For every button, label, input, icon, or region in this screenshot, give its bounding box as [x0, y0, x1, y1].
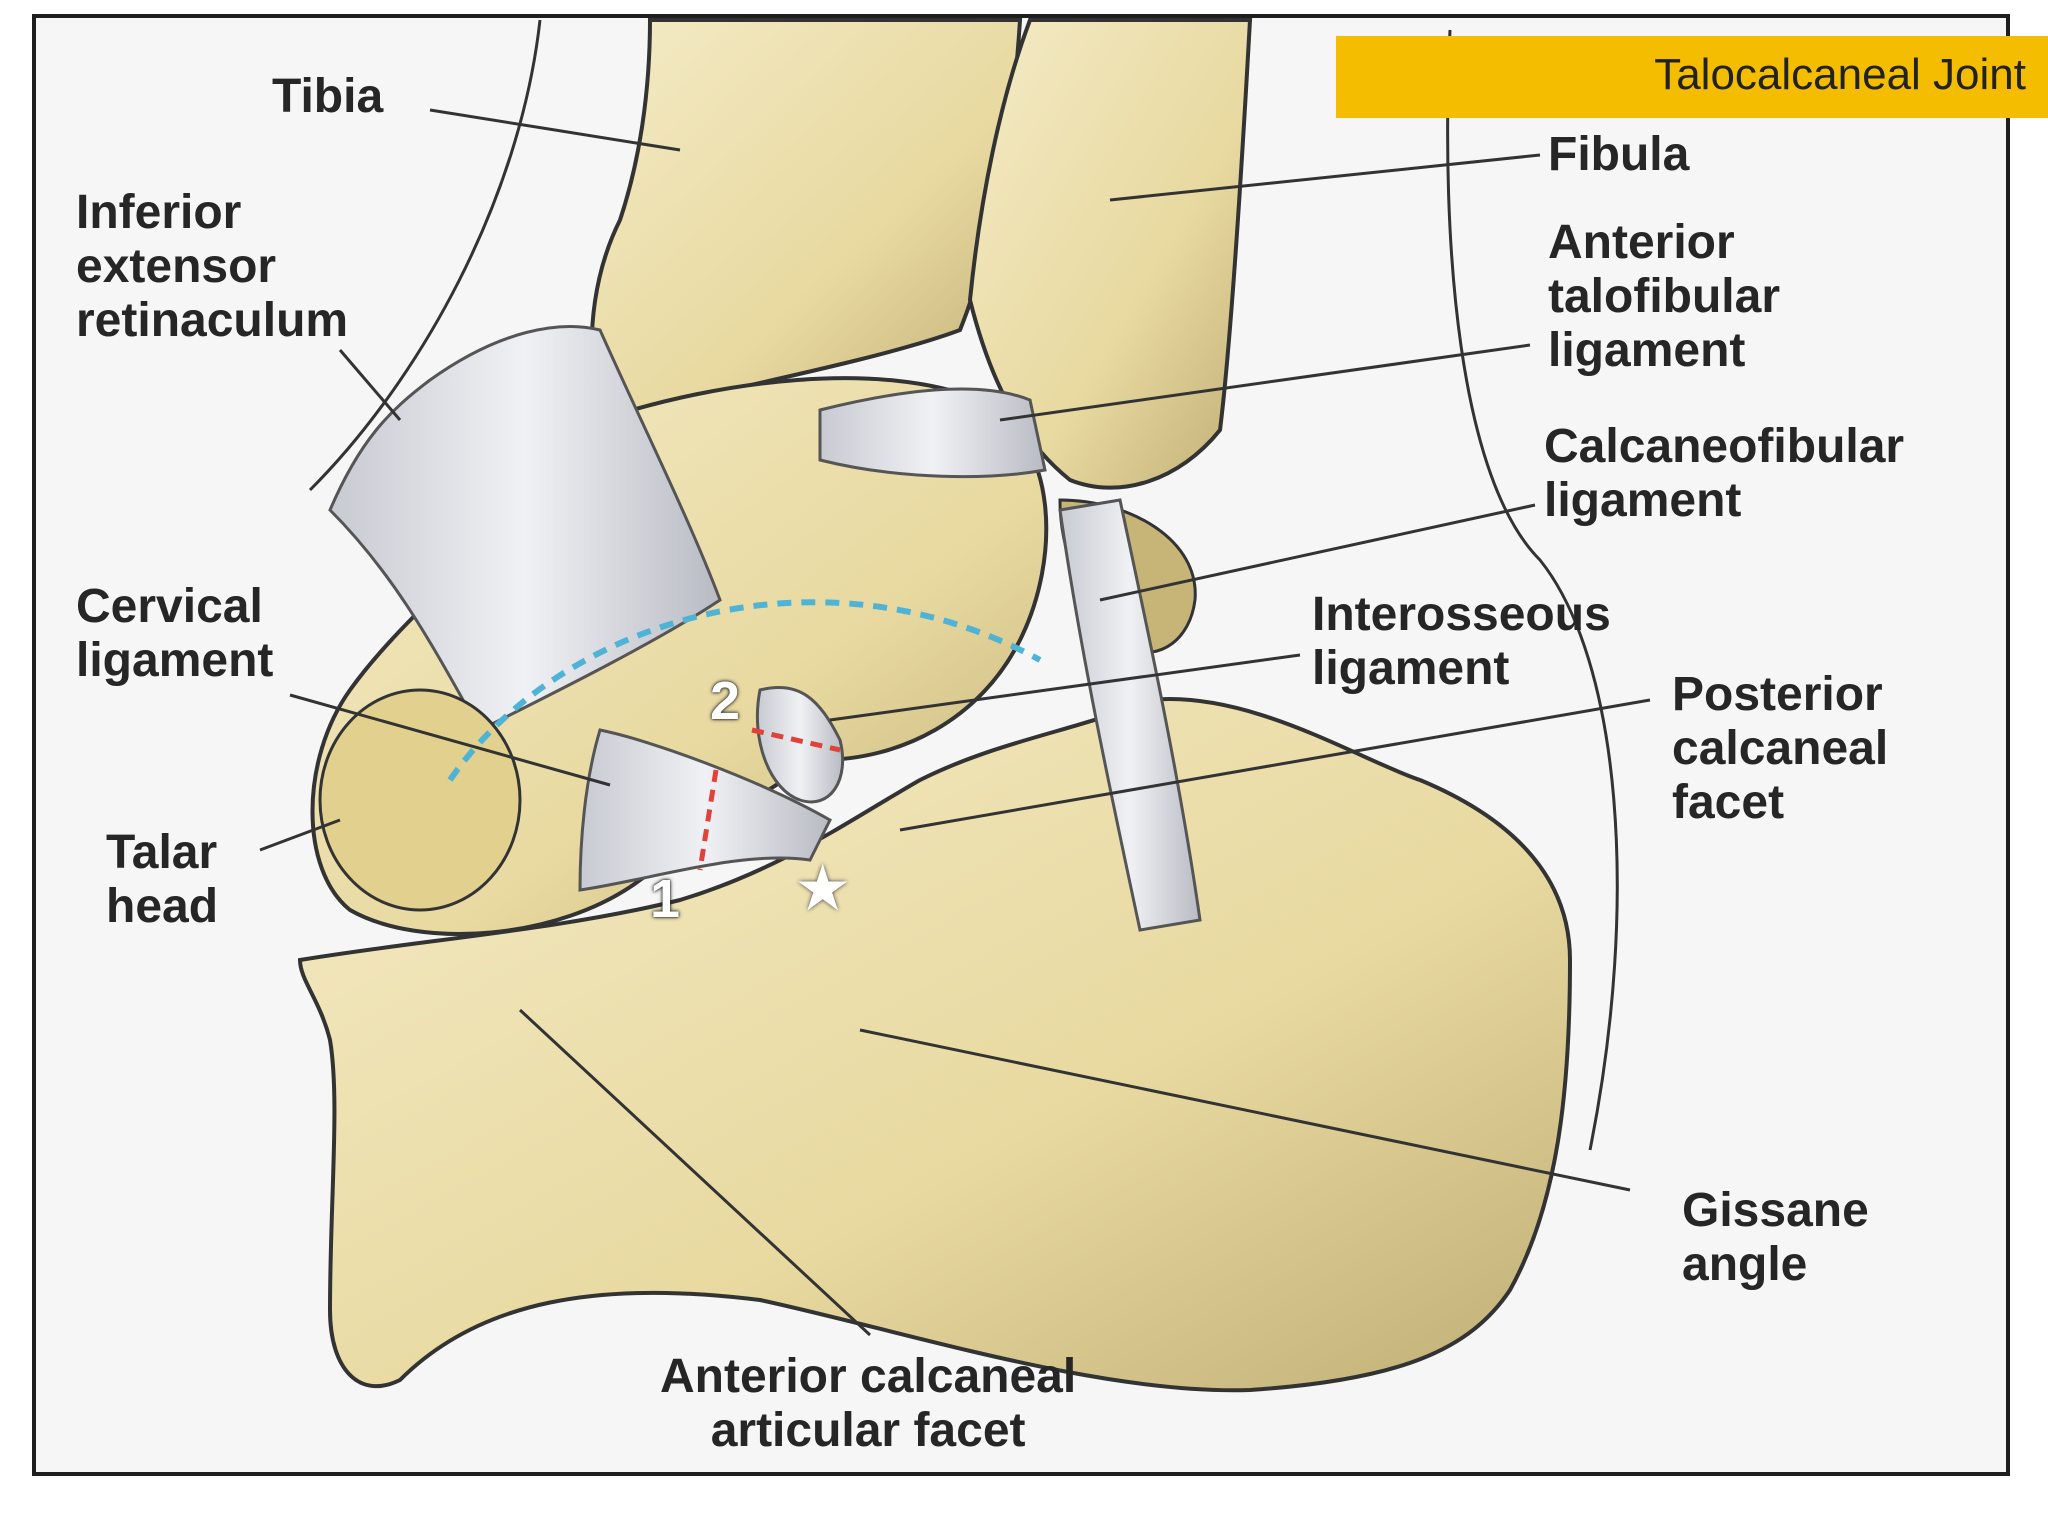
tibia-bone	[589, 18, 1023, 423]
label-tibia: Tibia	[272, 70, 384, 123]
marker-two: 2	[710, 671, 741, 731]
leader-tibia	[429, 108, 681, 152]
label-anterior-calcaneal-articular-facet: Anterior calcaneal articular facet	[660, 1350, 1077, 1457]
red-dashed-line-1	[697, 769, 719, 871]
label-calcaneofibular-ligament: Calcaneofibular ligament	[1544, 420, 1905, 527]
leader-cervical	[289, 693, 611, 787]
leader-retinaculum	[338, 349, 402, 421]
skin-outline-back	[1446, 29, 1619, 1151]
leader-fibula	[1109, 153, 1541, 202]
cfl-band	[1058, 498, 1202, 932]
label-posterior-calcaneal-facet: Posterior calcaneal facet	[1672, 668, 1889, 829]
leader-lines	[259, 108, 1651, 1337]
leader-talar-head	[259, 818, 341, 852]
leader-posterior-facet	[899, 698, 1651, 832]
red-dashed-line-2	[751, 727, 841, 753]
interosseous-ligament-band	[755, 685, 845, 804]
title-bar: Talocalcaneal Joint	[1336, 36, 2048, 118]
label-fibula: Fibula	[1548, 128, 1690, 181]
cervical-ligament-band	[578, 728, 832, 892]
leader-anterior-facet	[518, 1008, 872, 1337]
star-marker: ★	[794, 852, 852, 926]
label-cervical-ligament: Cervical ligament	[76, 580, 274, 687]
label-inferior-extensor-retinaculum: Inferior extensor retinaculum	[76, 186, 349, 347]
leader-cfl	[1099, 503, 1536, 602]
retinaculum-band	[328, 325, 722, 732]
leader-interosseous	[829, 653, 1301, 722]
leader-gissane	[859, 1028, 1631, 1192]
label-talar-head: Talar head	[106, 826, 219, 933]
leader-atfl	[999, 343, 1531, 422]
label-gissane-angle: Gissane angle	[1682, 1184, 1869, 1291]
talar-head-shade	[318, 688, 522, 912]
page-title: Talocalcaneal Joint	[1654, 50, 2026, 99]
talar-dome-dashed-arc	[447, 599, 1042, 782]
marker-one: 1	[650, 869, 681, 929]
atfl-band	[818, 387, 1047, 479]
label-interosseous-ligament: Interosseous ligament	[1312, 588, 1611, 695]
skin-outline-front	[308, 19, 542, 492]
fibula-bone	[967, 18, 1253, 490]
label-anterior-talofibular-ligament: Anterior talofibular ligament	[1548, 216, 1781, 377]
